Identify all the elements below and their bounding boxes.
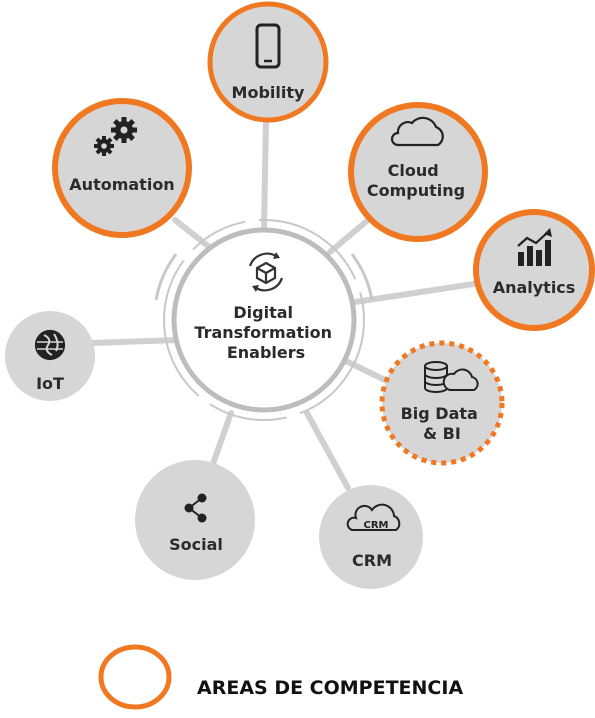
node-bigdata-circle bbox=[379, 340, 505, 466]
node-social-label: Social bbox=[169, 535, 223, 554]
node-analytics-label: Analytics bbox=[493, 278, 576, 297]
node-iot-label: IoT bbox=[36, 374, 64, 393]
connector-iot bbox=[89, 337, 181, 346]
gears-icon bbox=[94, 117, 137, 156]
connector-crm bbox=[304, 410, 351, 491]
connector-mobility bbox=[261, 115, 269, 231]
node-mobility[interactable]: Mobility bbox=[207, 1, 329, 123]
center-hub: Digital Transformation Enablers bbox=[154, 219, 374, 421]
node-bigdata-label: Big Data & BI bbox=[401, 404, 484, 443]
node-social[interactable]: Social bbox=[135, 460, 255, 580]
node-iot[interactable]: IoT bbox=[5, 311, 95, 401]
node-crm[interactable]: CRM CRM bbox=[319, 485, 423, 589]
legend-orange-ring bbox=[98, 644, 172, 710]
connector-automation bbox=[172, 217, 216, 253]
node-analytics-circle bbox=[473, 209, 595, 331]
node-automation-circle bbox=[52, 98, 192, 238]
legend-label: AREAS DE COMPETENCIA bbox=[197, 677, 463, 699]
gear-cube-cycle-icon bbox=[248, 252, 284, 292]
crm-cloud-icon: CRM bbox=[346, 503, 401, 531]
node-cloud-circle bbox=[348, 102, 488, 242]
node-crm-label: CRM bbox=[352, 551, 392, 570]
center-label-line-2: Transformation bbox=[194, 323, 332, 342]
center-ring-arc-left bbox=[154, 253, 178, 301]
center-circle bbox=[171, 227, 357, 413]
smartphone-icon bbox=[255, 23, 281, 69]
node-automation-label: Automation bbox=[69, 175, 174, 194]
center-label-line-1: Digital bbox=[233, 303, 293, 322]
cloud-icon bbox=[390, 116, 444, 147]
node-cloud-label: Cloud Computing bbox=[367, 161, 465, 200]
bar-chart-icon bbox=[517, 228, 552, 266]
globe-icon bbox=[34, 329, 66, 361]
center-outer-ring bbox=[163, 219, 365, 421]
node-cloud-computing[interactable]: Cloud Computing bbox=[348, 102, 488, 242]
center-label: Digital Transformation Enablers bbox=[194, 303, 337, 362]
node-mobility-label: Mobility bbox=[232, 83, 305, 102]
database-cloud-icon bbox=[424, 361, 479, 393]
node-bigdata[interactable]: Big Data & BI bbox=[379, 340, 505, 466]
node-crm-circle bbox=[319, 485, 423, 589]
connectors bbox=[89, 115, 483, 491]
crm-icon-text: CRM bbox=[364, 520, 389, 531]
center-label-line-3: Enablers bbox=[227, 343, 305, 362]
node-analytics[interactable]: Analytics bbox=[473, 209, 595, 331]
share-icon bbox=[184, 493, 207, 523]
connector-analytics bbox=[352, 280, 483, 305]
legend: AREAS DE COMPETENCIA bbox=[98, 644, 463, 710]
center-ring-arc-right bbox=[350, 253, 374, 301]
node-automation[interactable]: Automation bbox=[52, 98, 192, 238]
node-social-circle bbox=[135, 460, 255, 580]
